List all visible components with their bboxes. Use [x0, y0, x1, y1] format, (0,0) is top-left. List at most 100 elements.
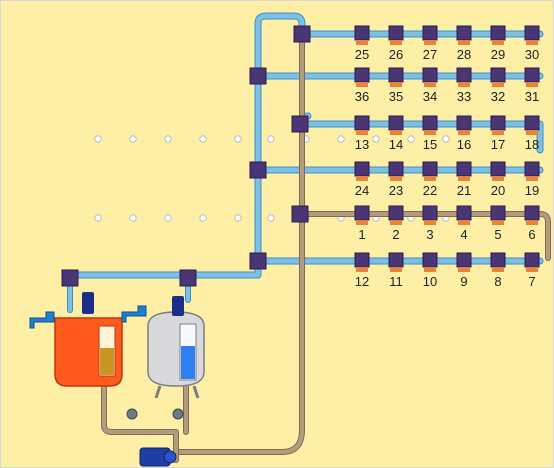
- steel-tank-icon: [147, 311, 205, 399]
- main-riser-pipe: [64, 12, 306, 279]
- zone-valve-nozzle: [458, 40, 470, 45]
- zone-valve-label: 33: [457, 89, 471, 104]
- field-dot: [442, 135, 450, 143]
- faucet-body: [29, 311, 55, 329]
- zone-valve-13[interactable]: [354, 115, 370, 135]
- zone-valve-8[interactable]: [490, 252, 506, 272]
- zone-valve-label: 20: [491, 183, 505, 198]
- zone-valve-label: 32: [491, 89, 505, 104]
- square-valve-icon[interactable]: [291, 205, 309, 223]
- zone-valve-label: 25: [355, 47, 369, 62]
- zone-valve-1[interactable]: [354, 205, 370, 225]
- square-valve-icon[interactable]: [249, 67, 267, 85]
- zone-valve-nozzle: [526, 40, 538, 45]
- zone-valve-33[interactable]: [456, 67, 472, 87]
- zone-valve-nozzle: [390, 267, 402, 272]
- zone-valve-nozzle: [356, 40, 368, 45]
- zone-valve-12[interactable]: [354, 252, 370, 272]
- square-valve-icon[interactable]: [249, 161, 267, 179]
- zone-valve-nozzle: [492, 267, 504, 272]
- zone-valve-20[interactable]: [490, 161, 506, 181]
- zone-valve-3[interactable]: [422, 205, 438, 225]
- zone-valve-29[interactable]: [490, 25, 506, 45]
- square-valve-icon[interactable]: [291, 115, 309, 133]
- zone-valve-14[interactable]: [388, 115, 404, 135]
- zone-valve-label: 21: [457, 183, 471, 198]
- faucet-icon[interactable]: [29, 311, 55, 329]
- zone-valve-nozzle: [458, 267, 470, 272]
- orange-tank-level: [100, 348, 114, 375]
- zone-valve-label: 9: [460, 274, 467, 289]
- zone-valve-7[interactable]: [524, 252, 540, 272]
- zone-valve-nozzle: [458, 82, 470, 87]
- zone-valve-35[interactable]: [388, 67, 404, 87]
- zone-valve-nozzle: [492, 176, 504, 181]
- zone-valve-32[interactable]: [490, 67, 506, 87]
- field-dot: [94, 135, 102, 143]
- valves: [61, 25, 540, 287]
- zone-valve-5[interactable]: [490, 205, 506, 225]
- hand-valve-icon[interactable]: [172, 408, 184, 420]
- zone-valve-nozzle: [424, 130, 436, 135]
- square-valve-icon[interactable]: [249, 252, 267, 270]
- zone-valve-9[interactable]: [456, 252, 472, 272]
- return-row-1-6-core: [300, 212, 550, 260]
- zone-valve-19[interactable]: [524, 161, 540, 181]
- square-valve-icon[interactable]: [293, 25, 311, 43]
- zone-valve-2[interactable]: [388, 205, 404, 225]
- zone-valve-11[interactable]: [388, 252, 404, 272]
- zone-valve-16[interactable]: [456, 115, 472, 135]
- square-valve-icon[interactable]: [179, 269, 197, 287]
- zone-valve-34[interactable]: [422, 67, 438, 87]
- zone-valve-label: 22: [423, 183, 437, 198]
- steel-tank-leg: [192, 385, 200, 399]
- zone-valve-label: 19: [525, 183, 539, 198]
- zone-valve-label: 35: [389, 89, 403, 104]
- zone-valve-label: 36: [355, 89, 369, 104]
- zone-valve-30[interactable]: [524, 25, 540, 45]
- faucet-icon[interactable]: [121, 305, 147, 323]
- faucet-body: [121, 305, 147, 323]
- field-dot: [199, 214, 207, 222]
- zone-valve-nozzle: [526, 176, 538, 181]
- zone-valve-31[interactable]: [524, 67, 540, 87]
- pump-icon[interactable]: [139, 447, 177, 467]
- zone-valve-26[interactable]: [388, 25, 404, 45]
- zone-valve-label: 18: [525, 137, 539, 152]
- zone-valve-23[interactable]: [388, 161, 404, 181]
- zone-valve-label: 5: [494, 227, 501, 242]
- return-row-1-6: [299, 211, 551, 261]
- zone-valve-4[interactable]: [456, 205, 472, 225]
- zone-valve-nozzle: [526, 82, 538, 87]
- zone-valve-nozzle: [424, 40, 436, 45]
- zone-valve-nozzle: [390, 130, 402, 135]
- zone-valve-21[interactable]: [456, 161, 472, 181]
- zone-valve-label: 3: [426, 227, 433, 242]
- zone-valve-label: 12: [355, 274, 369, 289]
- zone-valve-nozzle: [492, 130, 504, 135]
- zone-valve-nozzle: [356, 130, 368, 135]
- zone-valve-22[interactable]: [422, 161, 438, 181]
- zone-valve-17[interactable]: [490, 115, 506, 135]
- zone-valve-36[interactable]: [354, 67, 370, 87]
- hand-valve-icon[interactable]: [126, 408, 138, 420]
- zone-valve-15[interactable]: [422, 115, 438, 135]
- square-valve-icon[interactable]: [61, 269, 79, 287]
- zone-valve-nozzle: [458, 220, 470, 225]
- field-dot: [337, 135, 345, 143]
- return-riser-pipe-core: [174, 32, 304, 454]
- zone-valve-25[interactable]: [354, 25, 370, 45]
- zone-valve-27[interactable]: [422, 25, 438, 45]
- zone-valve-10[interactable]: [422, 252, 438, 272]
- mixer-motor-icon: [82, 292, 94, 314]
- field-dot: [129, 135, 137, 143]
- zone-valve-label: 24: [355, 183, 369, 198]
- zone-valve-nozzle: [492, 220, 504, 225]
- branch-row-13-18: [296, 120, 544, 154]
- zone-valve-label: 29: [491, 47, 505, 62]
- zone-valve-24[interactable]: [354, 161, 370, 181]
- zone-valve-6[interactable]: [524, 205, 540, 225]
- zone-valve-18[interactable]: [524, 115, 540, 135]
- zone-valve-28[interactable]: [456, 25, 472, 45]
